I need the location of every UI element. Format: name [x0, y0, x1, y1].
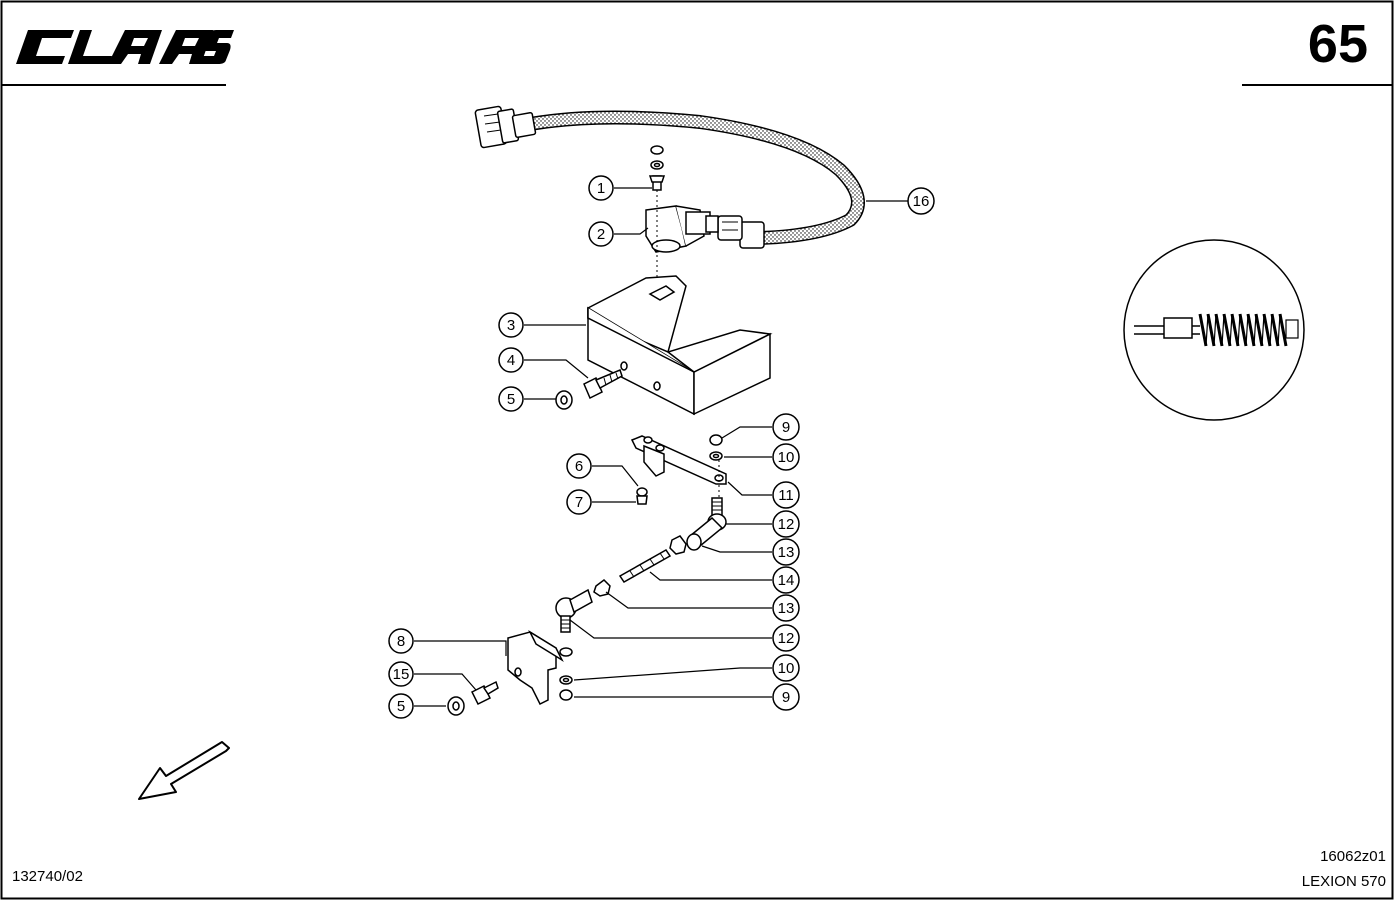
- svg-text:5: 5: [507, 391, 515, 408]
- model-name: LEXION 570: [1301, 873, 1386, 890]
- svg-text:4: 4: [507, 352, 515, 369]
- svg-text:12: 12: [778, 516, 795, 533]
- callout-4: 4: [498, 347, 524, 373]
- svg-text:11: 11: [778, 487, 794, 504]
- claas-logo: [16, 30, 234, 64]
- svg-text:9: 9: [782, 419, 790, 436]
- callout-3: 3: [498, 312, 524, 338]
- bolt-and-washer-upper: [555, 368, 623, 410]
- linkage-rod-assembly: [555, 497, 727, 633]
- svg-text:16: 16: [913, 193, 930, 210]
- callout-9-upper: 9: [772, 413, 800, 441]
- callouts: 1 2 3 4 5 6 7 8 9 10 11 12 13 14 13 12 1…: [388, 175, 935, 719]
- lower-bracket-assembly: [447, 629, 573, 716]
- svg-text:9: 9: [782, 689, 790, 706]
- callout-6: 6: [566, 453, 592, 479]
- callout-5-upper: 5: [498, 386, 524, 412]
- callout-7: 7: [566, 489, 592, 515]
- callout-11: 11: [772, 481, 800, 509]
- callout-8: 8: [388, 628, 414, 654]
- callout-2: 2: [588, 221, 614, 247]
- mounting-bracket: [587, 275, 773, 416]
- svg-text:8: 8: [397, 633, 405, 650]
- svg-text:10: 10: [778, 449, 795, 466]
- svg-text:2: 2: [597, 226, 605, 243]
- callout-10-upper: 10: [772, 443, 800, 471]
- svg-text:13: 13: [778, 600, 795, 617]
- svg-text:10: 10: [778, 660, 795, 677]
- lever-arm-assembly: [630, 434, 727, 505]
- svg-text:3: 3: [507, 317, 515, 334]
- svg-text:12: 12: [778, 630, 795, 647]
- reference-number: 16062z01: [1320, 848, 1386, 865]
- sensor-assembly: [645, 145, 719, 310]
- callout-10-lower: 10: [772, 654, 800, 682]
- callout-14: 14: [772, 566, 800, 594]
- callout-1: 1: [588, 175, 614, 201]
- callout-15: 15: [388, 661, 414, 687]
- page-number: 65: [1307, 14, 1368, 74]
- svg-text:1: 1: [597, 180, 605, 197]
- direction-arrow: [138, 741, 230, 800]
- callout-5-lower: 5: [388, 693, 414, 719]
- detail-inset: [1123, 239, 1305, 421]
- svg-text:6: 6: [575, 458, 583, 475]
- callout-9-lower: 9: [772, 683, 800, 711]
- svg-text:13: 13: [778, 544, 795, 561]
- callout-13-upper: 13: [772, 538, 800, 566]
- callout-12-upper: 12: [772, 510, 800, 538]
- leader-lines: [414, 187, 908, 707]
- callout-13-lower: 13: [772, 594, 800, 622]
- svg-text:15: 15: [393, 666, 410, 683]
- svg-text:5: 5: [397, 698, 405, 715]
- svg-text:14: 14: [778, 572, 795, 589]
- callout-12-lower: 12: [772, 624, 800, 652]
- callout-16: 16: [907, 187, 935, 215]
- svg-text:7: 7: [575, 494, 583, 511]
- drawing-number: 132740/02: [12, 868, 83, 885]
